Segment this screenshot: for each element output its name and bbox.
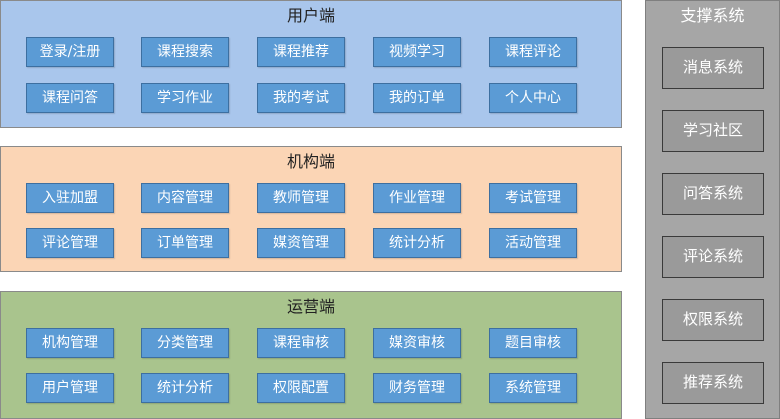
user-layer-panel: 用户端 登录/注册 课程搜索 课程推荐 视频学习 课程评论 课程问答 学习作业 …	[0, 0, 622, 128]
support-recommend-system: 推荐系统	[662, 362, 764, 404]
support-qa-system: 问答系统	[662, 173, 764, 215]
org-layer-panel: 机构端 入驻加盟 内容管理 教师管理 作业管理 考试管理 评论管理 订单管理 媒…	[0, 146, 622, 272]
support-system-title: 支撑系统	[680, 6, 745, 25]
module-org-homework: 作业管理	[373, 183, 461, 213]
module-ops-media-review: 媒资审核	[373, 328, 461, 358]
module-user-orders: 我的订单	[373, 83, 461, 113]
ops-layer-title: 运营端	[286, 297, 335, 316]
module-user-profile: 个人中心	[489, 83, 577, 113]
module-ops-permission: 权限配置	[257, 373, 345, 403]
module-ops-user: 用户管理	[26, 373, 114, 403]
module-ops-org: 机构管理	[26, 328, 114, 358]
support-message-system: 消息系统	[662, 47, 764, 89]
support-learning-community: 学习社区	[662, 110, 764, 152]
support-permission-system: 权限系统	[662, 299, 764, 341]
module-org-exam: 考试管理	[489, 183, 577, 213]
ops-layer-panel: 运营端 机构管理 分类管理 课程审核 媒资审核 题目审核 用户管理 统计分析 权…	[0, 291, 622, 419]
module-ops-course-review: 课程审核	[257, 328, 345, 358]
module-org-activity: 活动管理	[489, 228, 577, 258]
module-user-homework: 学习作业	[141, 83, 229, 113]
module-user-course-comment: 课程评论	[489, 37, 577, 67]
module-org-statistics: 统计分析	[373, 228, 461, 258]
module-user-course-search: 课程搜索	[141, 37, 229, 67]
module-org-join: 入驻加盟	[26, 183, 114, 213]
module-ops-system: 系统管理	[489, 373, 577, 403]
module-org-teacher: 教师管理	[257, 183, 345, 213]
support-comment-system: 评论系统	[662, 236, 764, 278]
module-org-comment: 评论管理	[26, 228, 114, 258]
user-layer-title: 用户端	[286, 6, 335, 25]
org-layer-title: 机构端	[286, 152, 335, 171]
module-ops-category: 分类管理	[141, 328, 229, 358]
module-user-course-recommend: 课程推荐	[257, 37, 345, 67]
module-ops-finance: 财务管理	[373, 373, 461, 403]
module-ops-question-review: 题目审核	[489, 328, 577, 358]
support-system-panel: 支撑系统 消息系统 学习社区 问答系统 评论系统 权限系统 推荐系统	[645, 0, 780, 419]
module-ops-statistics: 统计分析	[141, 373, 229, 403]
module-org-order: 订单管理	[141, 228, 229, 258]
module-user-login: 登录/注册	[26, 37, 114, 67]
module-org-media: 媒资管理	[257, 228, 345, 258]
module-user-exam: 我的考试	[257, 83, 345, 113]
module-org-content: 内容管理	[141, 183, 229, 213]
module-user-video-learning: 视频学习	[373, 37, 461, 67]
module-user-course-qa: 课程问答	[26, 83, 114, 113]
